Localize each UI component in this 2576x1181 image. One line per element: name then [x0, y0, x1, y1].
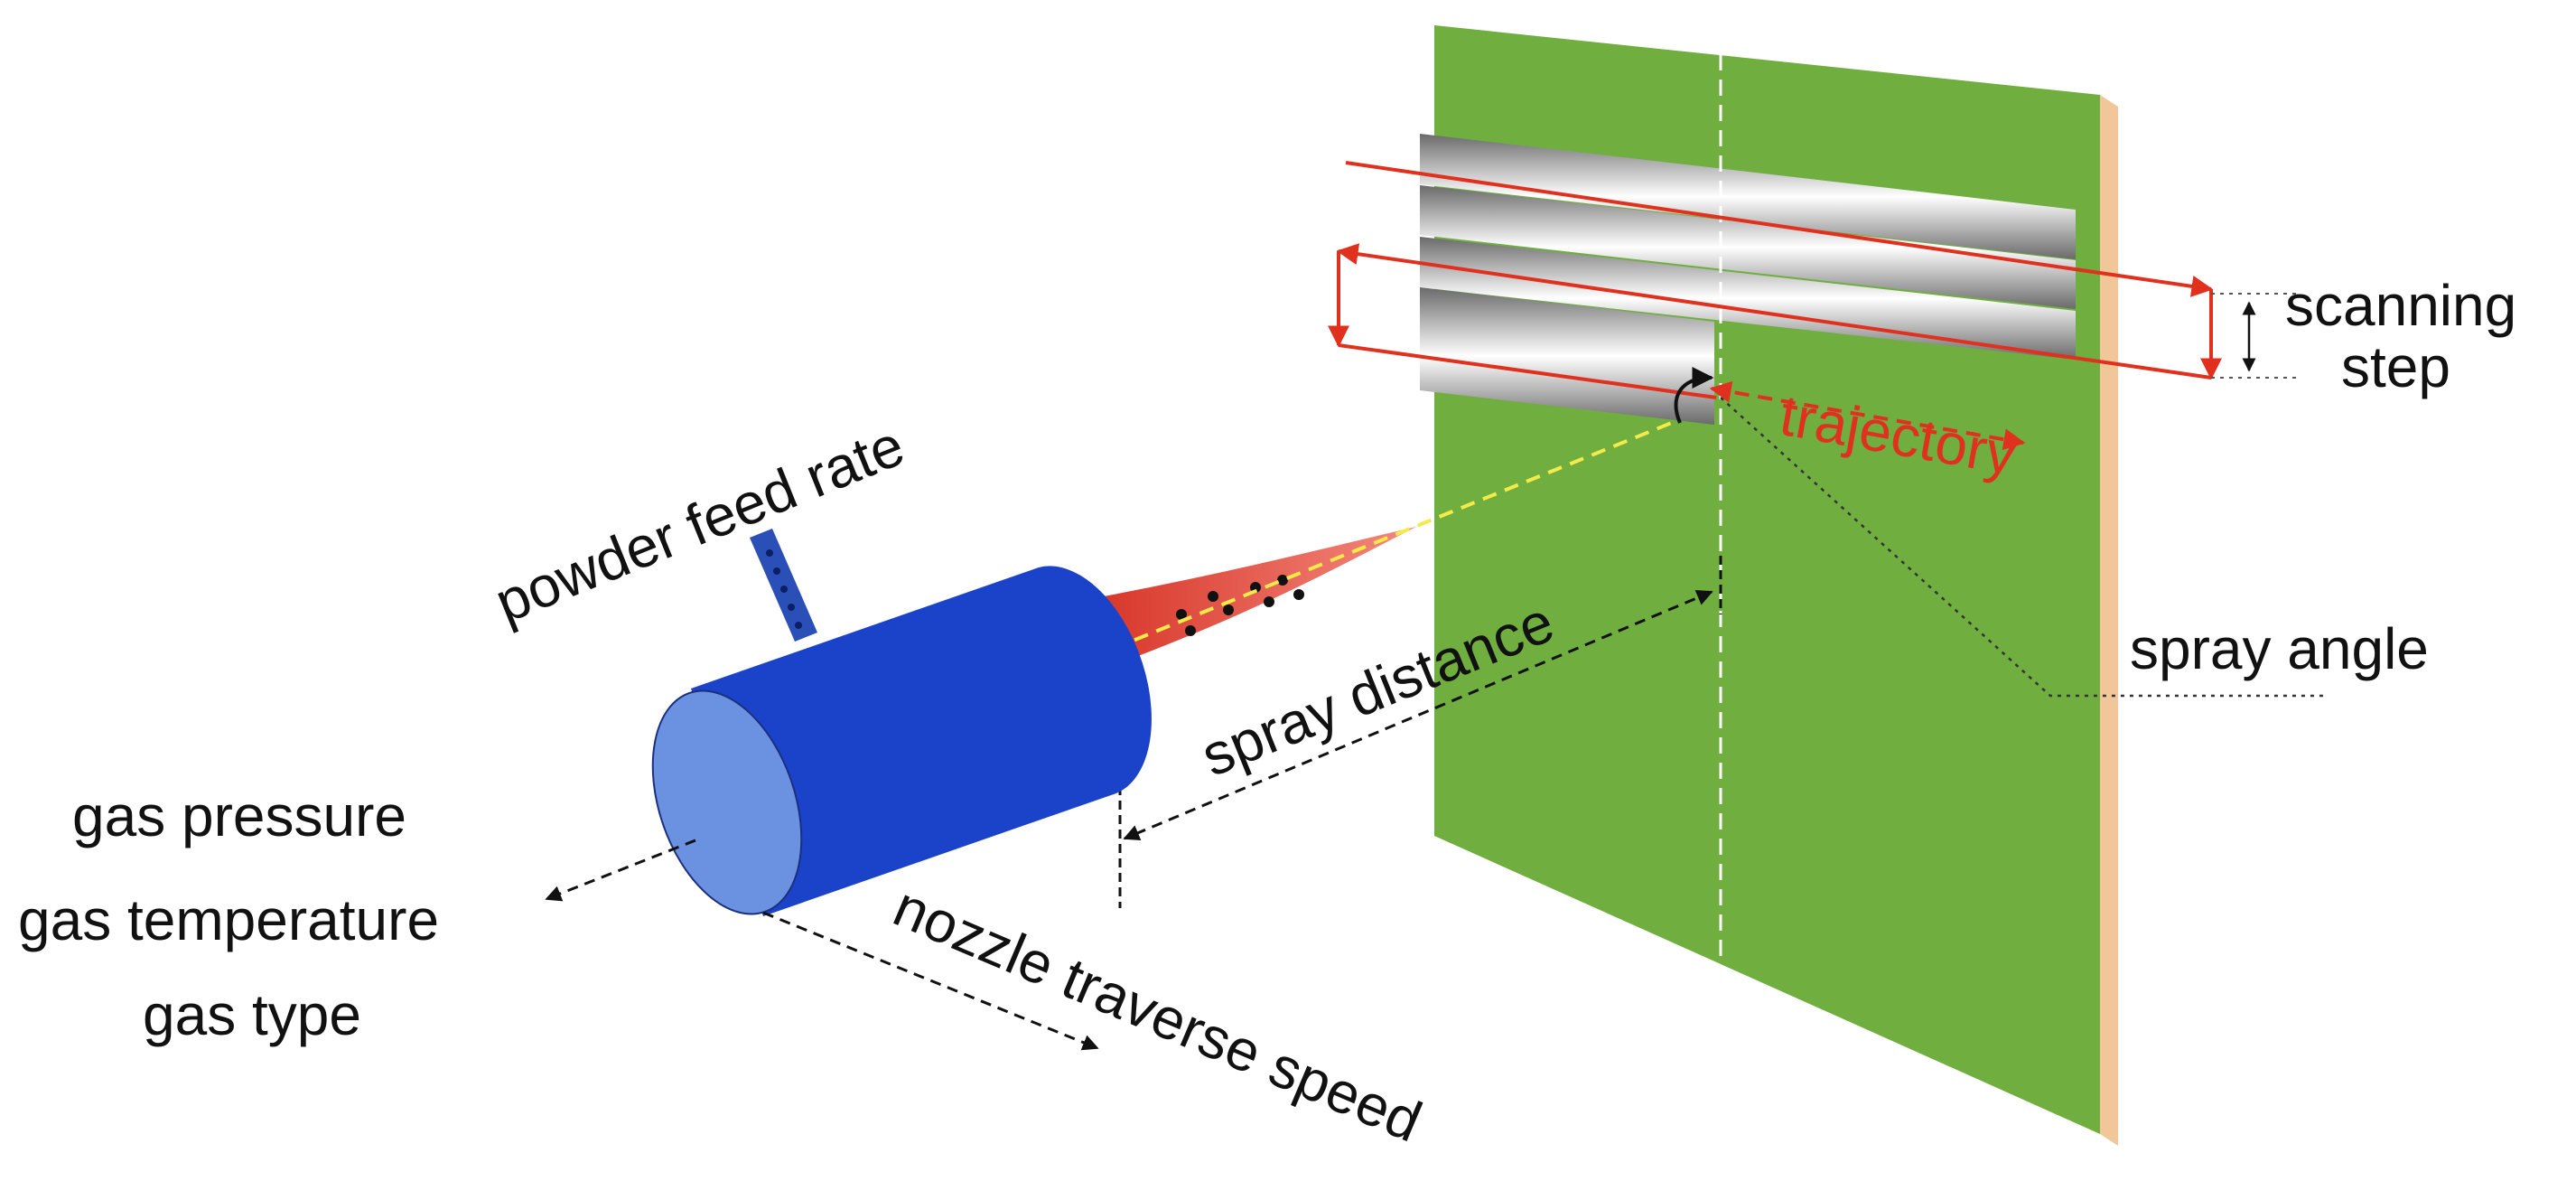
- scanning-path: [1328, 161, 2222, 399]
- coating-track-1: [1420, 134, 2076, 259]
- nozzle-back-face: [651, 689, 803, 915]
- curved-arrow-icon: [1674, 367, 1714, 424]
- coating-track-4: [1420, 287, 1714, 425]
- spray-angle-label: spray angle: [2130, 616, 2429, 681]
- nozzle-exit: [1000, 569, 1150, 793]
- spray-jet-icon: [1104, 527, 1416, 669]
- gas-parameters-arrow: [545, 839, 696, 902]
- powder-feeder-icon: [750, 529, 817, 642]
- scanning-label: scanning: [2285, 273, 2516, 338]
- scanning-step-indicator: [2211, 293, 2299, 379]
- powder-feed-rate-label: powder feed rate: [486, 412, 912, 635]
- powder-particles: [1176, 575, 1304, 636]
- spray-distance-arrow: [1123, 589, 1713, 841]
- nozzle-traverse-arrow: [762, 911, 1099, 1051]
- step-label: step: [2341, 334, 2450, 399]
- gas-type-label: gas type: [143, 982, 361, 1047]
- coating-track-2: [1420, 185, 2076, 309]
- coating-track-3: [1420, 237, 2076, 360]
- coating-tracks: [1420, 134, 2076, 425]
- gas-temperature-label: gas temperature: [18, 887, 439, 952]
- spray-angle-leader: [1720, 397, 2326, 698]
- cylinder-nozzle-icon: [651, 566, 1152, 916]
- gas-pressure-label: gas pressure: [72, 783, 406, 848]
- trajectory-arrow: [1709, 380, 2026, 451]
- spray-axis: [1112, 418, 1679, 651]
- substrate-edge: [2100, 95, 2118, 1146]
- nozzle-traverse-speed-label: nozzle traverse speed: [885, 874, 1431, 1155]
